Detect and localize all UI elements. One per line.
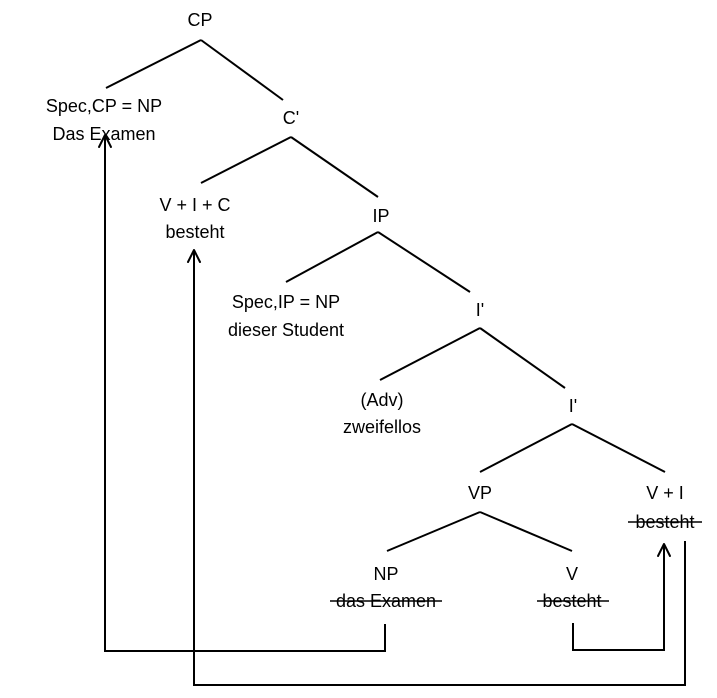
arrow-v-i-to-v-i-c xyxy=(187,249,686,686)
node-spec-ip: Spec,IP = NP dieser Student xyxy=(228,292,344,340)
node-ip-label: IP xyxy=(372,206,389,226)
arrow-head-icon xyxy=(98,134,112,148)
node-c-bar-label: C' xyxy=(283,108,299,128)
node-adv-word: zweifellos xyxy=(343,417,421,437)
edge-i-bar-2-v-i xyxy=(571,423,666,473)
node-v-label: V xyxy=(566,564,578,584)
node-v-i-c: V + I + C besteht xyxy=(159,195,230,242)
edge-cp-spec-cp xyxy=(105,39,202,89)
edge-c-bar-ip xyxy=(290,136,379,198)
node-i-bar-1: I' xyxy=(476,300,484,320)
edge-cp-c-bar xyxy=(200,39,284,101)
edge-i-bar-1-i-bar-2 xyxy=(479,327,566,389)
tree-edges xyxy=(105,39,666,552)
arrow-np-to-spec-cp xyxy=(98,134,386,652)
node-np-label: NP xyxy=(373,564,398,584)
node-vp-label: VP xyxy=(468,483,492,503)
node-spec-ip-word: dieser Student xyxy=(228,320,344,340)
node-v-i-c-word: besteht xyxy=(165,222,224,242)
node-i-bar-2-label: I' xyxy=(569,396,577,416)
arrow-head-icon xyxy=(657,543,671,557)
edge-vp-v xyxy=(479,511,573,552)
movement-arrows xyxy=(98,134,686,686)
node-i-bar-1-label: I' xyxy=(476,300,484,320)
edge-ip-i-bar-1 xyxy=(377,231,471,293)
node-v-i-label: V + I xyxy=(646,483,684,503)
node-cp-label: CP xyxy=(187,10,212,30)
node-spec-ip-label: Spec,IP = NP xyxy=(232,292,340,312)
node-vp: VP xyxy=(468,483,492,503)
node-spec-cp: Spec,CP = NP Das Examen xyxy=(46,96,162,144)
edge-ip-spec-ip xyxy=(285,231,379,283)
node-adv-label: (Adv) xyxy=(360,390,403,410)
node-cp: CP xyxy=(187,10,212,30)
arrow-head-icon xyxy=(187,249,201,263)
node-i-bar-2: I' xyxy=(569,396,577,416)
node-v-i: V + I besteht xyxy=(628,483,702,532)
edge-vp-np xyxy=(386,511,481,552)
arrow-v-to-v-i xyxy=(572,543,671,651)
edge-i-bar-2-vp xyxy=(479,423,573,473)
node-v: V besteht xyxy=(537,564,609,611)
node-v-i-c-label: V + I + C xyxy=(159,195,230,215)
node-np: NP das Examen xyxy=(330,564,442,611)
edge-c-bar-v-i-c xyxy=(200,136,292,184)
node-spec-cp-label: Spec,CP = NP xyxy=(46,96,162,116)
node-adv: (Adv) zweifellos xyxy=(343,390,421,437)
node-spec-cp-word: Das Examen xyxy=(52,124,155,144)
edge-i-bar-1-adv xyxy=(379,327,481,381)
node-c-bar: C' xyxy=(283,108,299,128)
node-ip: IP xyxy=(372,206,389,226)
